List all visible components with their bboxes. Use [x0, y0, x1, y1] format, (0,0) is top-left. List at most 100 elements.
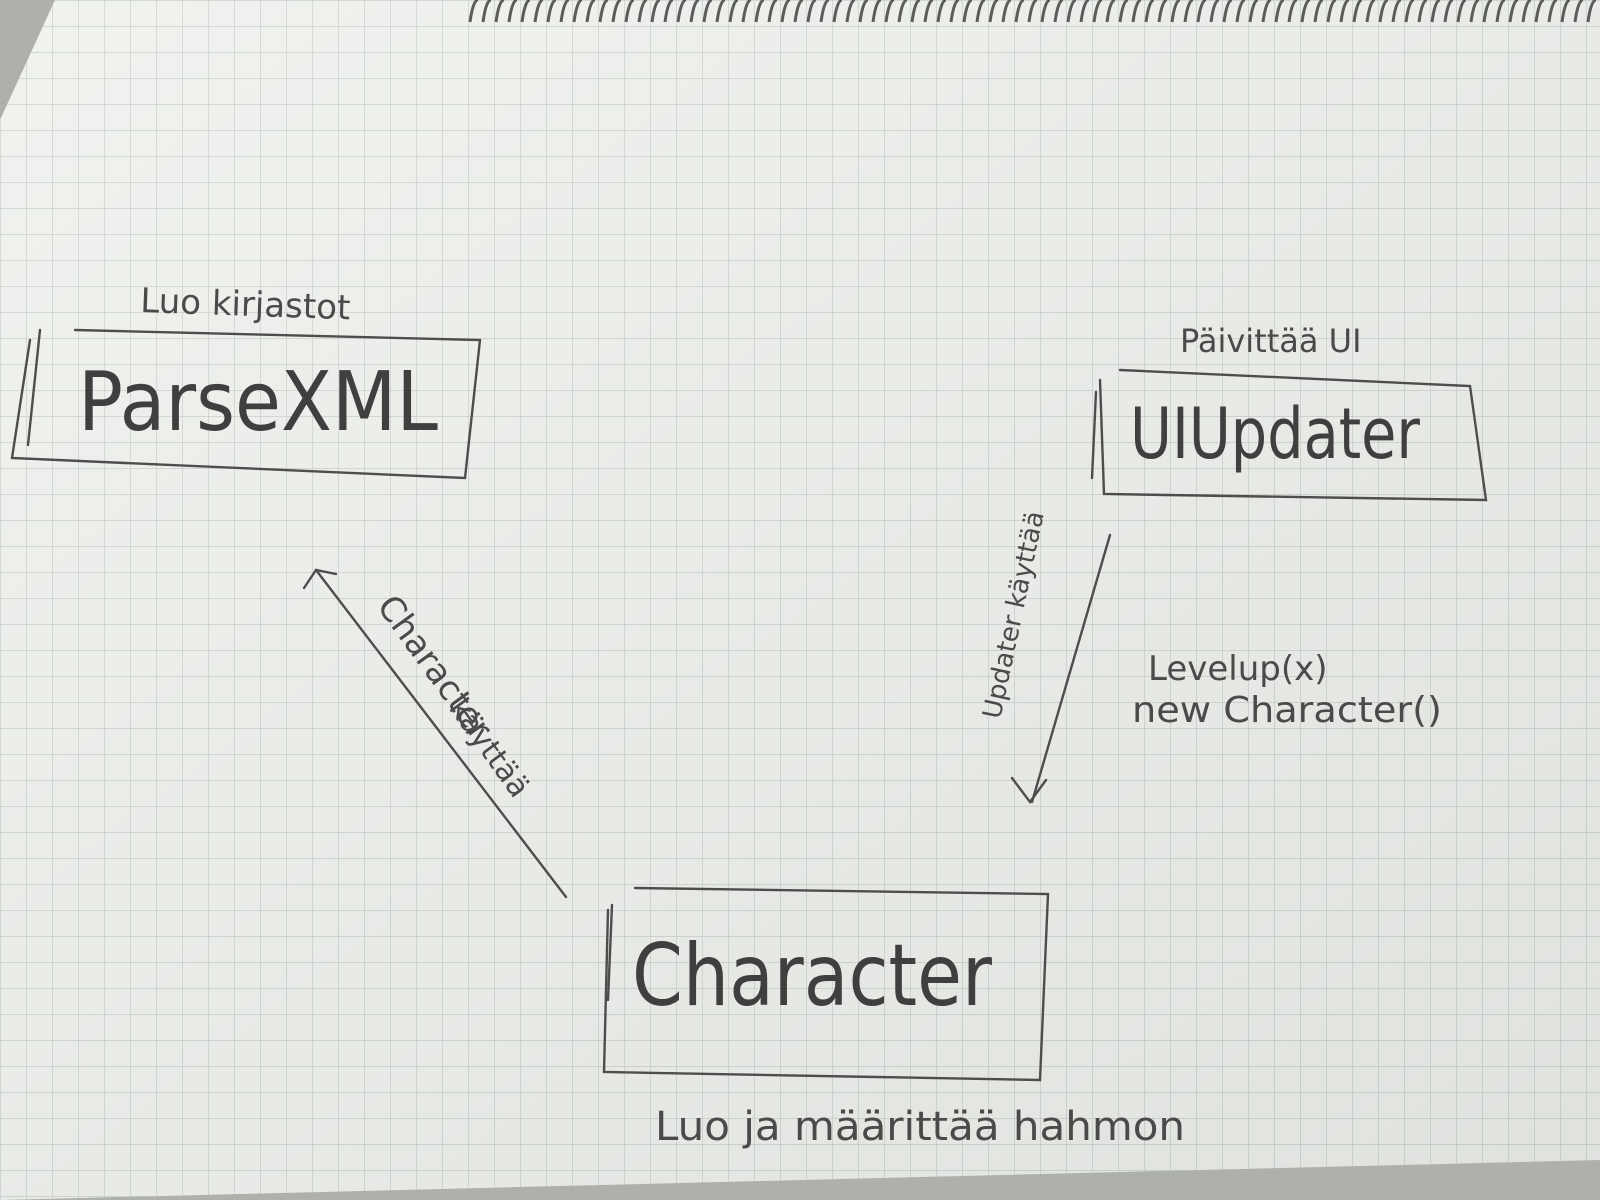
spiral-loop	[767, 0, 778, 23]
spiral-loop	[559, 0, 570, 23]
spiral-loop	[1235, 0, 1246, 23]
spiral-loop	[1079, 0, 1090, 23]
spiral-loop	[793, 0, 804, 23]
spiral-loop	[533, 0, 544, 23]
spiral-loop	[884, 0, 895, 23]
spiral-loop	[910, 0, 921, 23]
spiral-loop	[1430, 0, 1441, 23]
spiral-loop	[754, 0, 765, 23]
spiral-loop	[663, 0, 674, 23]
spiral-loop	[1404, 0, 1415, 23]
spiral-loop	[871, 0, 882, 23]
spiral-loop	[481, 0, 492, 23]
spiral-loop	[1066, 0, 1077, 23]
spiral-loop	[1014, 0, 1025, 23]
spiral-loop	[585, 0, 596, 23]
spiral-loop	[1092, 0, 1103, 23]
spiral-loop	[1118, 0, 1129, 23]
ui-updater-box	[1090, 368, 1488, 502]
spiral-loop	[1157, 0, 1168, 23]
ui-updater-label: UIUpdater	[1130, 393, 1420, 475]
spiral-loop	[1326, 0, 1337, 23]
spiral-loop	[1274, 0, 1285, 23]
spiral-loop	[1443, 0, 1454, 23]
spiral-loop	[1313, 0, 1324, 23]
arrow-character-to-parse	[302, 568, 568, 899]
spiral-loop	[1261, 0, 1272, 23]
spiral-loop	[1495, 0, 1506, 23]
spiral-loop	[1144, 0, 1155, 23]
new-character-call: new Character()	[1132, 690, 1442, 731]
spiral-loop	[741, 0, 752, 23]
spiral-loop	[949, 0, 960, 23]
spiral-loop	[1391, 0, 1402, 23]
spiral-loop	[520, 0, 531, 23]
spiral-loop	[546, 0, 557, 23]
character-box	[602, 886, 1050, 1082]
spiral-binding	[468, 0, 1597, 23]
spiral-loop	[1378, 0, 1389, 23]
spiral-loop	[819, 0, 830, 23]
spiral-loop	[923, 0, 934, 23]
spiral-loop	[845, 0, 856, 23]
spiral-loop	[494, 0, 505, 23]
spiral-loop	[598, 0, 609, 23]
spiral-loop	[624, 0, 635, 23]
spiral-loop	[1209, 0, 1220, 23]
spiral-loop	[1547, 0, 1558, 23]
spiral-loop	[988, 0, 999, 23]
spiral-loop	[936, 0, 947, 23]
spiral-loop	[507, 0, 518, 23]
parse-xml-box	[10, 328, 482, 480]
spiral-loop	[1365, 0, 1376, 23]
spiral-loop	[1131, 0, 1142, 23]
spiral-loop	[1482, 0, 1493, 23]
spiral-loop	[1339, 0, 1350, 23]
spiral-loop	[1105, 0, 1116, 23]
spiral-loop	[1300, 0, 1311, 23]
spiral-loop	[806, 0, 817, 23]
spiral-loop	[1027, 0, 1038, 23]
spiral-loop	[1287, 0, 1298, 23]
spiral-loop	[962, 0, 973, 23]
spiral-loop	[1196, 0, 1207, 23]
spiral-loop	[572, 0, 583, 23]
spiral-loop	[1170, 0, 1181, 23]
spiral-loop	[832, 0, 843, 23]
spiral-loop	[1222, 0, 1233, 23]
spiral-loop	[1508, 0, 1519, 23]
spiral-loop	[637, 0, 648, 23]
spiral-loop	[780, 0, 791, 23]
spiral-loop	[1053, 0, 1064, 23]
arrow-updater-to-character	[1010, 533, 1112, 805]
spiral-loop	[611, 0, 622, 23]
ui-updater-caption: Päivittää UI	[1180, 322, 1362, 360]
spiral-loop	[1001, 0, 1012, 23]
spiral-loop	[975, 0, 986, 23]
spiral-loop	[1417, 0, 1428, 23]
spiral-loop	[1573, 0, 1584, 23]
spiral-loop	[1183, 0, 1194, 23]
spiral-loop	[650, 0, 661, 23]
spiral-loop	[1469, 0, 1480, 23]
spiral-loop	[676, 0, 687, 23]
spiral-loop	[1456, 0, 1467, 23]
spiral-loop	[1521, 0, 1532, 23]
parse-xml-label: ParseXML	[78, 355, 438, 450]
character-label: Character	[632, 926, 993, 1026]
spiral-loop	[702, 0, 713, 23]
spiral-loop	[1534, 0, 1545, 23]
spiral-loop	[715, 0, 726, 23]
spiral-loop	[897, 0, 908, 23]
spiral-loop	[1040, 0, 1051, 23]
spiral-loop	[689, 0, 700, 23]
spiral-loop	[1586, 0, 1597, 23]
spiral-loop	[1352, 0, 1363, 23]
spiral-loop	[728, 0, 739, 23]
parse-xml-caption: Luo kirjastot	[140, 281, 351, 328]
spiral-loop	[1248, 0, 1259, 23]
spiral-loop	[1560, 0, 1571, 23]
